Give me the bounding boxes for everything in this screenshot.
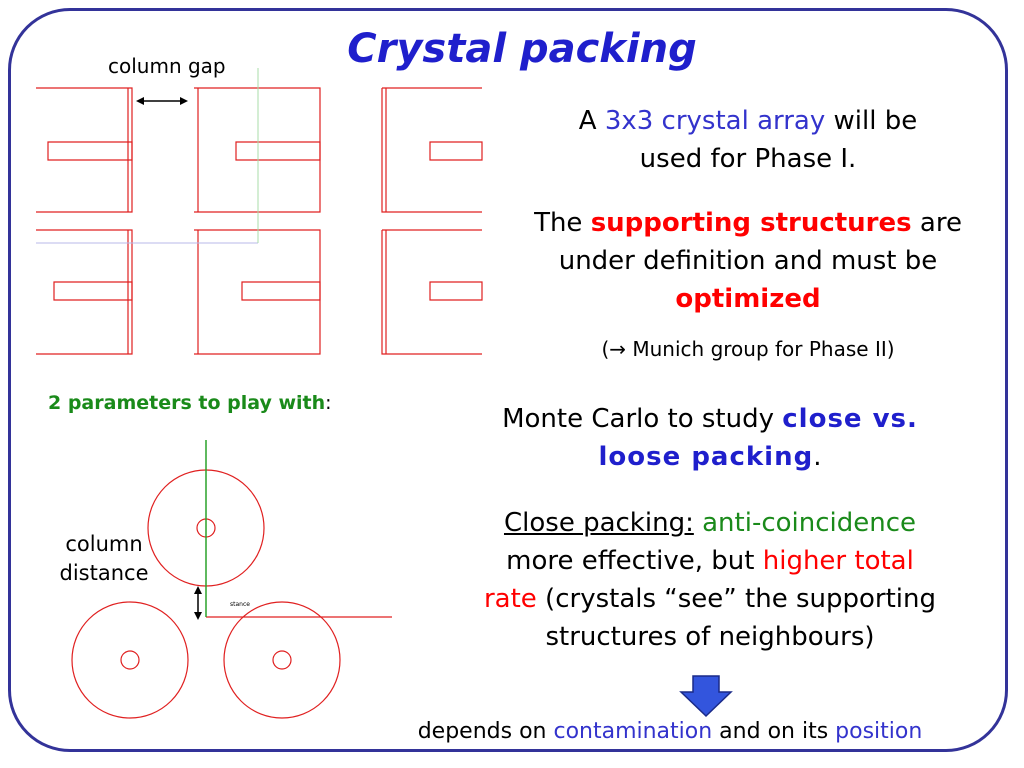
paragraph-depends: depends on contamination and on its posi…: [360, 716, 980, 748]
params-label-colon: :: [325, 392, 332, 414]
p4-f: (crystals “see” the supporting: [536, 584, 936, 614]
p3-loose: loose packing: [598, 442, 814, 472]
p5-position: position: [835, 719, 923, 744]
p5-a: depends on: [417, 719, 554, 744]
paragraph-monte-carlo: Monte Carlo to study close vs. loose pac…: [460, 400, 960, 476]
column-distance-arrow: [194, 586, 202, 620]
p2-highlight: supporting structures: [590, 208, 912, 238]
column-gap-arrow: [136, 97, 188, 105]
params-label-main: 2 parameters to play with: [48, 392, 326, 414]
p4-close-packing: Close packing:: [503, 508, 694, 538]
column-gap-label: column gap: [108, 54, 226, 78]
crystal-array-drawing: [36, 87, 483, 355]
params-label: 2 parameters to play with:: [48, 392, 332, 414]
p4-higher-total: higher total: [762, 546, 914, 576]
p5-contamination: contamination: [553, 719, 713, 744]
column-distance-line2: distance: [59, 561, 149, 585]
paragraph-supporting: The supporting structures are under defi…: [498, 204, 998, 318]
p4-anti-coincidence: anti-coincidence: [693, 508, 917, 538]
p1-d: used for Phase I.: [639, 144, 857, 174]
munich-note: (→ Munich group for Phase II): [601, 337, 895, 361]
p1-highlight: 3x3 crystal array: [604, 106, 826, 136]
slide-title: Crystal packing: [347, 26, 697, 72]
slide-frame: [8, 8, 1008, 752]
p2-d: under definition and must be: [558, 246, 938, 276]
down-arrow-icon: [679, 675, 733, 718]
p1-c: will be: [825, 106, 918, 136]
p2-a: The: [534, 208, 591, 238]
p1-a: A: [578, 106, 605, 136]
p2-c: are: [911, 208, 962, 238]
column-distance-label: column distance: [50, 530, 158, 588]
p3-close: close vs.: [782, 404, 918, 434]
p3-a: Monte Carlo to study: [502, 404, 783, 434]
paragraph-array: A 3x3 crystal array will be used for Pha…: [498, 102, 998, 178]
p4-g: structures of neighbours): [545, 622, 875, 652]
paragraph-close-packing: Close packing: anti-coincidence more eff…: [420, 504, 1000, 656]
p2-optimized: optimized: [675, 284, 821, 314]
crystal-circles-drawing: [71, 469, 392, 719]
tiny-distance-label: stance: [230, 601, 250, 608]
column-distance-line1: column: [65, 532, 143, 556]
p5-c: and on its: [712, 719, 836, 744]
p3-period: .: [813, 442, 822, 472]
p4-rate: rate: [483, 584, 537, 614]
p4-c: more effective, but: [506, 546, 763, 576]
